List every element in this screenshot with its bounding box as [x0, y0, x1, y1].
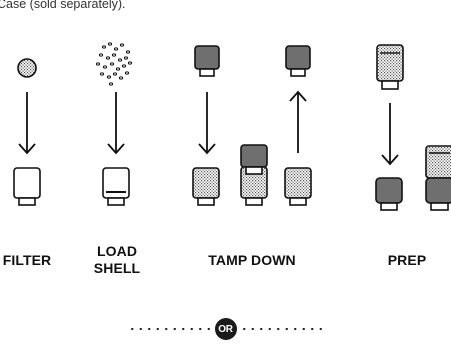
filter-shell-icon: [102, 167, 130, 206]
tamper-icon: [425, 177, 451, 211]
tamp-down-step-graphic: [192, 45, 312, 206]
filter-shell-icon: [240, 166, 268, 206]
step-label-filter: FILTER: [2, 252, 52, 268]
step-label-prep: PREP: [387, 252, 427, 268]
load-shell-step-graphic: [95, 42, 133, 206]
filter-shell-icon: [284, 167, 312, 206]
arrow-down-icon: [381, 103, 399, 166]
divider-dots-left: [127, 328, 212, 330]
filter-shell-icon: [425, 145, 451, 179]
caption-text: Case (sold separately).: [0, 0, 126, 11]
filter-shell-icon: [13, 167, 41, 206]
coffee-puck-icon: [17, 58, 37, 78]
filter-shell-icon: [376, 44, 404, 90]
arrow-down-icon: [198, 92, 216, 155]
or-badge: OR: [214, 318, 237, 340]
step-label-load-shell: LOAD SHELL: [90, 243, 144, 277]
filter-step-graphic: [13, 58, 41, 206]
tamper-icon: [375, 177, 403, 211]
arrow-up-icon: [289, 90, 307, 153]
step-label-shell-line: SHELL: [93, 260, 141, 276]
step-label-tamp-down: TAMP DOWN: [208, 252, 296, 268]
tamper-icon: [194, 45, 220, 77]
tamper-icon: [240, 144, 268, 168]
step-label-load-line: LOAD: [96, 243, 138, 259]
process-diagram: [13, 42, 451, 211]
coffee-grounds-icon: [95, 42, 133, 86]
tamper-icon: [285, 45, 311, 77]
arrow-down-icon: [18, 92, 36, 155]
arrow-down-icon: [107, 92, 125, 155]
prep-step-graphic: [375, 44, 451, 211]
divider-dots-right: [239, 328, 324, 330]
filter-shell-icon: [192, 167, 220, 206]
or-divider: OR: [0, 317, 451, 341]
